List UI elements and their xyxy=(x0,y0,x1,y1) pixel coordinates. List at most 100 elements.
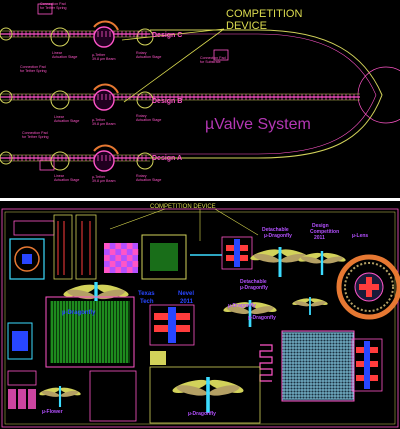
checker-cell xyxy=(104,267,110,273)
dragonfly xyxy=(39,386,81,407)
comb-drive-top xyxy=(53,214,97,280)
mirror-ring xyxy=(14,246,40,272)
bottom-labels: µ-Dragonfly Detachable µ-Dragonfly Desig… xyxy=(42,223,368,417)
valve-outline xyxy=(150,29,383,159)
callout-label-line2: DEVICE xyxy=(226,20,267,32)
checker-cell xyxy=(126,267,133,273)
checker-cell xyxy=(109,261,116,267)
svg-text:Detachable: Detachable xyxy=(262,227,289,233)
checker-cell xyxy=(115,255,122,261)
svg-text:for Tether Spring: for Tether Spring xyxy=(20,69,47,73)
grating-left xyxy=(45,296,135,368)
checker-cell xyxy=(121,249,127,255)
cross-actuator-mid xyxy=(149,304,195,346)
svg-text:Actuation Stage: Actuation Stage xyxy=(136,118,161,122)
chip-left xyxy=(7,322,33,360)
svg-text:Detachable: Detachable xyxy=(240,279,267,285)
svg-text:Actuation Stage: Actuation Stage xyxy=(54,178,79,182)
svg-text:for Tether Spring: for Tether Spring xyxy=(40,6,67,10)
end-circle xyxy=(357,66,400,124)
svg-text:Competition: Competition xyxy=(310,229,339,235)
label-tech: Tech xyxy=(140,299,154,305)
svg-text:Linear: Linear xyxy=(54,174,65,178)
svg-text:Rotary: Rotary xyxy=(136,51,147,55)
svg-text:39.8 µm Beam: 39.8 µm Beam xyxy=(92,57,115,61)
t-block xyxy=(150,351,166,365)
bottom-callout: COMPETITION DEVICE xyxy=(150,204,216,210)
svg-text:Rotary: Rotary xyxy=(136,114,147,118)
callout-line xyxy=(109,208,166,230)
checker-cell xyxy=(104,255,110,261)
design-c-label: Design C xyxy=(152,32,182,39)
svg-text:2011: 2011 xyxy=(314,235,325,241)
design-b-row xyxy=(0,83,360,111)
checker-cell xyxy=(126,243,133,249)
valve-outline-inner xyxy=(150,33,377,155)
svg-text:for Tether Spring: for Tether Spring xyxy=(22,135,49,139)
checker-cell xyxy=(109,249,116,255)
label-flower: µ-Flower xyxy=(42,409,63,415)
callout-line xyxy=(123,28,225,103)
checker-cell xyxy=(132,249,139,255)
svg-text:Actuation Stage: Actuation Stage xyxy=(136,55,161,59)
bottom-frame xyxy=(149,366,261,424)
mirror-device xyxy=(9,238,45,280)
dragonfly xyxy=(298,251,346,275)
label-dragonfly-bottom: µ-Dragonfly xyxy=(188,411,216,417)
svg-text:µ-Tether: µ-Tether xyxy=(92,53,106,57)
checker-cell xyxy=(121,261,127,267)
svg-text:39.8 µm Beam: 39.8 µm Beam xyxy=(92,179,115,183)
design-a-row xyxy=(0,144,154,172)
callout-line xyxy=(214,208,259,236)
mirror-center xyxy=(22,254,32,264)
bottom-left-frame xyxy=(89,370,137,422)
tiny-captions: Connection Pad for Tether Spring Connect… xyxy=(20,2,226,183)
label-dragonfly-mid: µ-Dragonfly xyxy=(228,303,256,309)
svg-text:39.8 µm Beam: 39.8 µm Beam xyxy=(92,122,115,126)
svg-text:Connection Pad: Connection Pad xyxy=(40,2,66,6)
checker-cell xyxy=(115,267,122,273)
design-a-label: Design A xyxy=(152,155,182,162)
label-dragonfly-low: µ-Dragonfly xyxy=(248,315,276,321)
row-ticks xyxy=(9,31,355,161)
label-nevel: Nevel xyxy=(178,291,194,297)
svg-text:µ-Dragonfly: µ-Dragonfly xyxy=(240,285,268,291)
mu-valve-panel: COMPETITION DEVICE Design C Design B Des… xyxy=(0,0,400,198)
svg-text:Actuation Stage: Actuation Stage xyxy=(54,119,79,123)
callout-line xyxy=(121,28,225,41)
serpentine-spring xyxy=(259,344,273,382)
square-frame xyxy=(141,234,187,280)
svg-text:Connection Pad: Connection Pad xyxy=(20,65,46,69)
dragonfly xyxy=(223,300,277,327)
svg-text:Design: Design xyxy=(312,223,329,229)
checker-cell xyxy=(104,243,110,249)
label-texas: Texas xyxy=(138,291,155,297)
dragonfly xyxy=(172,377,244,413)
label-lens: µ-Lens xyxy=(352,233,368,239)
dragonfly xyxy=(292,297,328,315)
square-core xyxy=(150,243,178,271)
callout-label-line1: COMPETITION xyxy=(226,8,302,20)
svg-text:Linear: Linear xyxy=(52,51,63,55)
svg-text:Connection Pad: Connection Pad xyxy=(200,56,226,60)
cross-actuator-top xyxy=(190,236,253,270)
svg-text:µ-Tether: µ-Tether xyxy=(92,118,106,122)
label-dragonfly-top: µ-Dragonfly xyxy=(62,310,96,316)
cross-actuator-right xyxy=(351,338,383,392)
top-background xyxy=(0,0,400,198)
grating-right xyxy=(281,330,355,402)
design-b-label: Design B xyxy=(152,98,182,105)
svg-text:Actuation Stage: Actuation Stage xyxy=(52,55,77,59)
dragonfly-group xyxy=(39,247,346,413)
rotary-ring xyxy=(336,254,400,320)
competition-layout-panel: COMPETITION DEVICE xyxy=(0,201,400,429)
pad-row-bottom-left xyxy=(7,370,37,409)
chip-left-core xyxy=(12,331,28,351)
svg-text:µ-Tether: µ-Tether xyxy=(92,175,106,179)
valve-system-title: µValve System xyxy=(205,116,311,133)
svg-text:µ-Dragonfly: µ-Dragonfly xyxy=(264,233,292,239)
label-year: 2011 xyxy=(180,299,194,305)
checker-cell xyxy=(115,243,122,249)
pad-box xyxy=(37,3,53,15)
